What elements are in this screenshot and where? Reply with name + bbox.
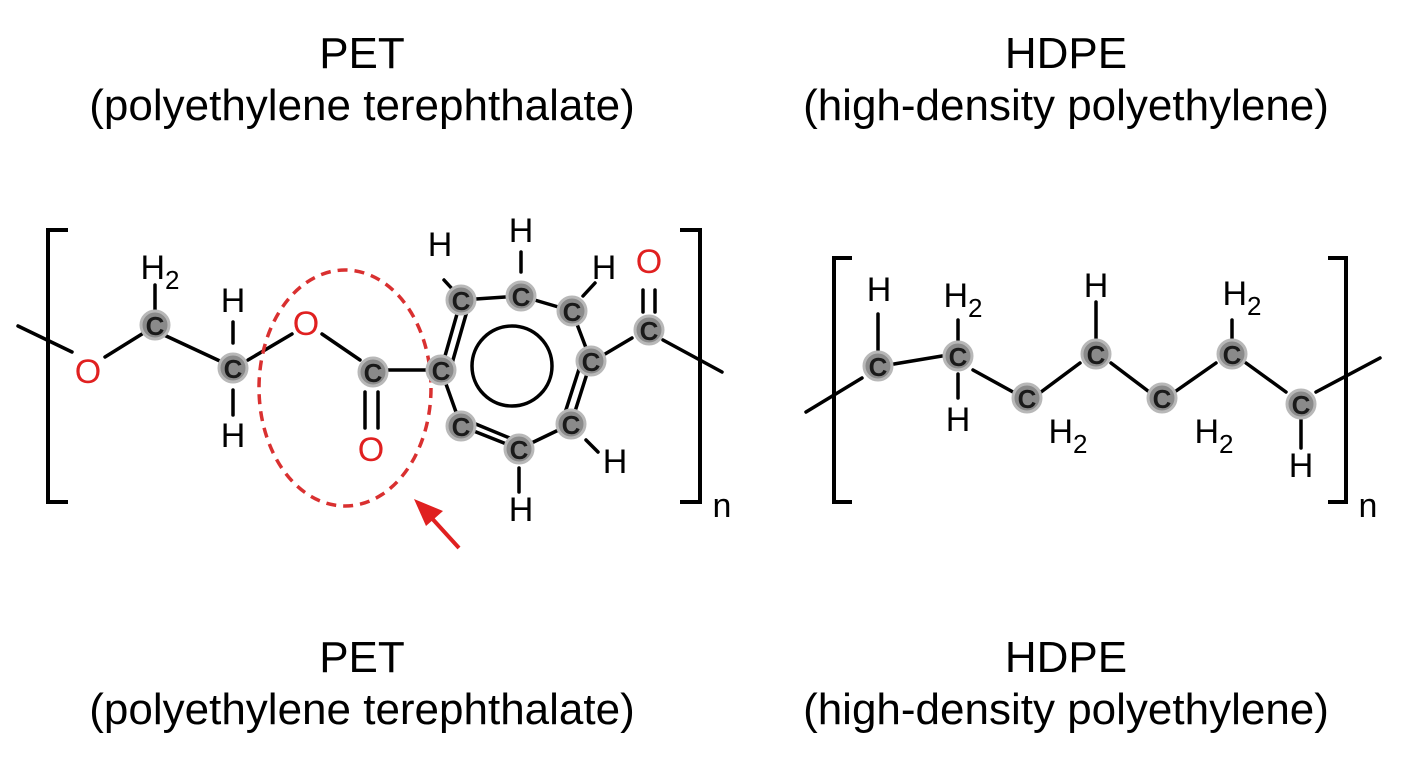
pet-bracket-right <box>680 228 702 504</box>
svg-text:C: C <box>364 358 383 388</box>
pet-h-4: H <box>509 212 534 250</box>
svg-text:C: C <box>512 282 531 312</box>
hdpe-h-2: H <box>946 401 971 439</box>
svg-text:C: C <box>1223 340 1242 370</box>
pet-carbon-7: C <box>556 295 588 327</box>
svg-text:C: C <box>582 347 601 377</box>
pet-carbon-5: C <box>445 284 477 316</box>
svg-text:C: C <box>949 342 968 372</box>
pet-carbon-8: C <box>575 345 607 377</box>
hdpe-carbon-4: C <box>1080 338 1112 370</box>
svg-text:C: C <box>1018 384 1037 414</box>
svg-text:C: C <box>452 286 471 316</box>
svg-text:C: C <box>1292 390 1311 420</box>
svg-text:C: C <box>1153 384 1172 414</box>
pet-h-6: H <box>603 443 628 481</box>
pet-carbon-10: C <box>503 433 535 465</box>
pet-h-1: H <box>221 282 246 320</box>
hdpe-h2-label-1: H2 <box>943 277 982 323</box>
pet-carbon-4: C <box>425 354 457 386</box>
hdpe-h2-label-2: H2 <box>1048 413 1087 459</box>
pet-title-bottom: PET (polyethylene terephthalate) <box>0 632 724 736</box>
pet-carbon-1: C <box>139 309 171 341</box>
hdpe-carbon-3: C <box>1011 382 1043 414</box>
pet-oxygen-3: O <box>358 431 384 469</box>
hdpe-bonds <box>804 300 1382 450</box>
hdpe-h-1: H <box>867 271 892 309</box>
svg-text:C: C <box>432 356 451 386</box>
hdpe-name: HDPE <box>1004 29 1128 78</box>
hdpe-title-top: HDPE (high-density polyethylene) <box>724 28 1408 132</box>
pet-carbon-11: C <box>445 410 477 442</box>
hdpe-name-bottom: HDPE <box>1004 633 1128 682</box>
pet-h-7: H <box>509 491 534 529</box>
pet-title-top: PET (polyethylene terephthalate) <box>0 28 724 132</box>
ester-arrow-icon <box>414 499 461 550</box>
hdpe-full-name: (high-density polyethylene) <box>803 81 1329 130</box>
hdpe-h-4: H <box>1289 447 1314 485</box>
pet-carbon-9: C <box>555 408 587 440</box>
hdpe-title-bottom: HDPE (high-density polyethylene) <box>724 632 1408 736</box>
svg-text:C: C <box>1087 340 1106 370</box>
svg-text:C: C <box>562 410 581 440</box>
pet-bracket-left <box>46 228 68 504</box>
pet-full-name-bottom: (polyethylene terephthalate) <box>89 685 635 734</box>
pet-oxygen-1: O <box>75 353 101 391</box>
pet-full-name: (polyethylene terephthalate) <box>89 81 635 130</box>
pet-carbon-12: C <box>633 314 665 346</box>
hdpe-full-name-bottom: (high-density polyethylene) <box>803 685 1329 734</box>
svg-text:C: C <box>869 352 888 382</box>
hdpe-repeat-subscript: n <box>1359 487 1378 525</box>
pet-name: PET <box>319 29 405 78</box>
hdpe-h2-label-4: H2 <box>1222 275 1261 321</box>
pet-repeat-subscript: n <box>713 487 732 525</box>
hdpe-carbon-1: C <box>862 350 894 382</box>
svg-text:C: C <box>146 311 165 341</box>
pet-carbon-3: C <box>357 356 389 388</box>
pet-h-5: H <box>592 249 617 287</box>
pet-carbon-6: C <box>505 280 537 312</box>
hdpe-carbon-5: C <box>1146 382 1178 414</box>
pet-oxygen-4: O <box>636 243 662 281</box>
svg-text:C: C <box>224 354 243 384</box>
hdpe-carbon-6: C <box>1216 338 1248 370</box>
svg-text:C: C <box>510 435 529 465</box>
svg-text:C: C <box>563 297 582 327</box>
pet-name-bottom: PET <box>319 633 405 682</box>
pet-h2-label: H2 <box>140 249 179 295</box>
svg-text:C: C <box>640 316 659 346</box>
hdpe-bracket-left <box>832 256 852 504</box>
hdpe-h2-label-3: H2 <box>1194 413 1233 459</box>
pet-carbon-2: C <box>217 352 249 384</box>
svg-text:C: C <box>452 412 471 442</box>
pet-h-3: H <box>428 226 453 264</box>
pet-bonds <box>16 250 724 494</box>
hdpe-carbon-2: C <box>942 340 974 372</box>
hdpe-h-3: H <box>1084 267 1109 305</box>
ester-highlight-ellipse <box>257 268 433 508</box>
hdpe-carbon-7: C <box>1285 388 1317 420</box>
pet-oxygen-2: O <box>293 305 319 343</box>
hdpe-bracket-right <box>1328 256 1348 504</box>
pet-h-2: H <box>221 417 246 455</box>
